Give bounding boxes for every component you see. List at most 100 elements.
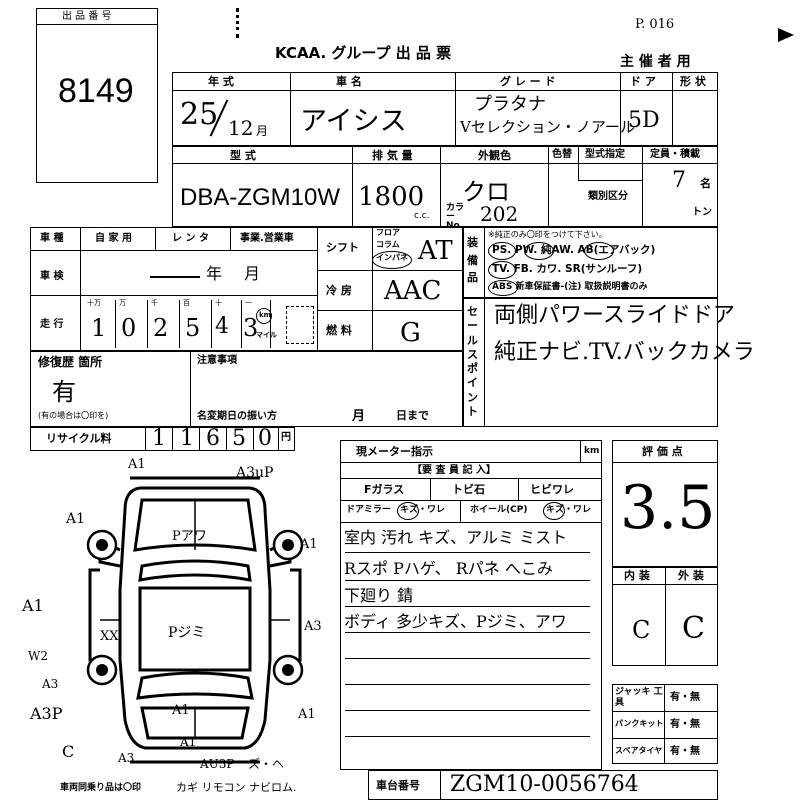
cooling-label: 冷 房 bbox=[326, 284, 352, 297]
recycle-digit-2: 1 bbox=[180, 426, 194, 451]
vehicle-table bbox=[172, 72, 718, 227]
mark-au3p-bottom: AU3P bbox=[200, 757, 235, 771]
mile-label: マイル bbox=[256, 331, 277, 339]
mark-a3-left: A3 bbox=[42, 677, 59, 691]
sales-point-line-1: 両側パワースライドドア bbox=[494, 303, 735, 328]
car-name-value: アイシス bbox=[300, 106, 407, 137]
mark-c-left: C bbox=[62, 742, 75, 761]
displacement-label: 排 気 量 bbox=[372, 149, 413, 162]
interior-label: 内 装 bbox=[624, 569, 650, 582]
exterior-label: 外 装 bbox=[678, 569, 704, 582]
equipment-row-2: TV. FB. カワ. SR(サンルーフ) bbox=[492, 263, 643, 275]
meter-unit: km bbox=[584, 446, 600, 456]
door-label: ド ア bbox=[630, 75, 656, 88]
mark-pjimi-roof: Pジミ bbox=[168, 625, 206, 641]
mark-a1-right: A1 bbox=[300, 537, 318, 552]
repair-history-value: 有 bbox=[52, 378, 76, 406]
car-name-label: 車 名 bbox=[336, 75, 362, 88]
lot-number-box bbox=[36, 8, 158, 183]
mirror-scratch-circle bbox=[397, 502, 419, 520]
car-diagram bbox=[86, 476, 304, 764]
inspection-year: 年 bbox=[206, 264, 223, 283]
puncture-kit-value: 有・無 bbox=[670, 719, 700, 730]
shift-selected-circle bbox=[372, 251, 412, 269]
mark-a1-left2: A1 bbox=[22, 596, 44, 615]
shift-option-column: コラム bbox=[376, 240, 400, 249]
remark-line-2: Rスポ Pハゲ、 Rパネ へこみ bbox=[344, 559, 553, 578]
yen-label: 円 bbox=[281, 432, 291, 443]
exterior-color-label: 外観色 bbox=[478, 149, 511, 162]
mark-a3up-top: A3uP bbox=[236, 465, 274, 481]
mark-w2-left: W2 bbox=[28, 649, 48, 663]
condition-box bbox=[340, 440, 602, 770]
grade-value-line1: プラタナ bbox=[474, 94, 546, 115]
mark-a1-trunk: A1 bbox=[172, 703, 190, 718]
parts-label: 車両同乗り品は〇印 bbox=[60, 783, 142, 793]
shape-label: 形 状 bbox=[680, 75, 706, 88]
lot-number-value: 8149 bbox=[58, 72, 134, 110]
meter-label: 現メーター指示 bbox=[356, 445, 433, 458]
name-change-day: 日まで bbox=[396, 409, 429, 422]
repair-history-note: (有の場合は〇印を) bbox=[38, 411, 109, 420]
fuel-label: 燃 料 bbox=[326, 324, 352, 337]
recycle-digit-3: 6 bbox=[206, 426, 220, 451]
recycle-box bbox=[30, 427, 295, 451]
wheel-label: ホイール(CP) bbox=[470, 505, 528, 515]
color-no-value: 202 bbox=[480, 202, 519, 226]
crack-option: ヒビワレ bbox=[530, 483, 574, 496]
puncture-kit-label: パンクキット bbox=[615, 719, 664, 728]
mark-a3p-left: A3P bbox=[30, 704, 63, 723]
mile-box bbox=[286, 306, 314, 344]
wheel-damage: キズ・ワレ bbox=[546, 505, 592, 515]
color-no-label: カラー No. bbox=[446, 203, 465, 231]
jack-value: 有・無 bbox=[670, 692, 700, 703]
page-number: P. 016 bbox=[635, 17, 675, 32]
month-value: 12 bbox=[228, 116, 254, 140]
year-value: 25 bbox=[180, 97, 219, 132]
mark-a3-bottom: A3 bbox=[118, 751, 135, 765]
inspection-month: 月 bbox=[244, 264, 261, 283]
private-use-option: 自 家 用 bbox=[95, 233, 132, 244]
remark-line-3: 下廻り 錆 bbox=[344, 586, 414, 605]
recycle-digit-4: 5 bbox=[232, 426, 246, 451]
chassis-number: ZGM10-0056764 bbox=[450, 772, 639, 797]
organizer-label: 主 催 者 用 bbox=[620, 54, 691, 70]
fuel-value: G bbox=[400, 318, 421, 348]
score-label: 評 価 点 bbox=[642, 445, 683, 458]
notes-label: 注意事項 bbox=[197, 355, 237, 366]
mark-a1-rear-right: A1 bbox=[298, 707, 316, 722]
mark-a3-right: A3 bbox=[304, 619, 322, 634]
km-checkbox bbox=[256, 308, 272, 324]
tools-box bbox=[612, 684, 718, 764]
grade-label: グ レ ー ド bbox=[500, 75, 556, 88]
sales-point-line-2: 純正ナビ.TV.バックカメラ bbox=[494, 340, 755, 365]
ps-circle bbox=[488, 242, 516, 260]
equipment-row-1: PS. PW. 純AW. AB(エアバック) bbox=[492, 244, 656, 256]
sales-points-side-label: セールスポイント bbox=[467, 305, 478, 419]
remark-line-1: 室内 汚れ キズ、アルミ ミスト bbox=[344, 528, 568, 547]
name-change-label: 名変期日の振い方 bbox=[197, 411, 277, 422]
spare-tire-value: 有・無 bbox=[670, 746, 700, 757]
model-label: 型 式 bbox=[230, 149, 256, 162]
stone-chip-option: トビ石 bbox=[452, 483, 485, 496]
shift-label: シフト bbox=[326, 241, 359, 254]
form-title: KCAA. グループ 出 品 票 bbox=[275, 44, 452, 62]
capacity-value: 7 bbox=[672, 168, 686, 193]
required-label: 【要 査 員 記 入】 bbox=[412, 465, 496, 476]
mark-xx-left: XX bbox=[100, 629, 119, 644]
interior-grade: C bbox=[632, 616, 651, 644]
classification-label: 類別区分 bbox=[588, 191, 628, 202]
rental-option: レ ン タ bbox=[172, 233, 209, 244]
capacity-unit: 名 bbox=[700, 177, 711, 190]
remark-line-4: ボディ 多少キズ、Pジミ、アワ bbox=[344, 612, 567, 631]
lot-number-label: 出 品 番 号 bbox=[62, 11, 112, 22]
equipment-note: ※純正のみ〇印をつけて下さい。 bbox=[488, 230, 607, 239]
arrow-right-icon bbox=[778, 28, 794, 42]
door-mirror-label: ドアミラー bbox=[346, 505, 391, 515]
ton-unit: トン bbox=[692, 207, 712, 218]
jack-label: ジャッキ 工 具 bbox=[615, 687, 663, 708]
stamp-marks bbox=[236, 8, 263, 38]
model-designation-label: 型式指定 bbox=[585, 149, 625, 160]
mileage-label: 走 行 bbox=[40, 319, 64, 330]
name-change-month: 月 bbox=[352, 409, 366, 424]
